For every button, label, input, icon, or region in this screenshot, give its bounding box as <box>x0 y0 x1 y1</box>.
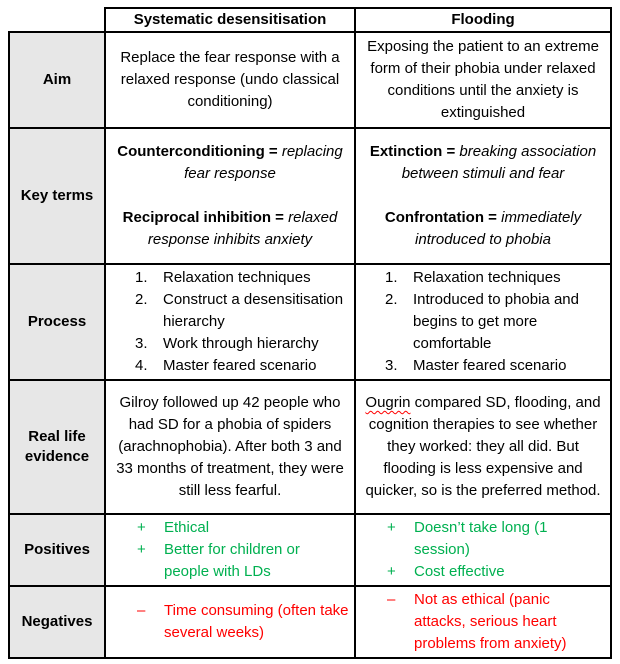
positives-sd-cell: + Ethical + Better for children or people … <box>104 513 356 587</box>
key-term-extinction: Extinction = breaking association betwee… <box>361 141 605 185</box>
process-row: Process 1. Relaxation techniques 2. Constr… <box>8 263 612 381</box>
process-flooding-cell: 1. Relaxation techniques 2. Introduced to … <box>354 263 612 381</box>
list-item: 2. Construct a desensitisation hierarchy <box>135 289 349 333</box>
list-text: Doesn’t take long (1 session) <box>414 519 548 558</box>
term-definition: relaxed response inhibits anxiety <box>147 209 338 248</box>
term-definition: replacing fear response <box>184 143 343 182</box>
column-header-systematic-desensitisation: Systematic desensitisation <box>104 7 356 33</box>
plus-marker: + <box>137 541 146 558</box>
header-row: Systematic desensitisation Flooding <box>9 7 612 33</box>
key-terms-sd-cell: Counterconditioning = replacing fear res… <box>104 127 356 265</box>
list-text: Cost effective <box>414 563 505 580</box>
negatives-sd-cell: – Time consuming (often take several week… <box>104 585 356 659</box>
misspelled-word-ougrin: Ougrin <box>365 394 411 411</box>
therapy-comparison-table: Systematic desensitisation Flooding Aim … <box>8 7 612 659</box>
positives-flooding-list: + Doesn’t take long (1 session) + Cost eff… <box>361 517 605 583</box>
positives-flooding-cell: + Doesn’t take long (1 session) + Cost eff… <box>354 513 612 587</box>
list-item: + Cost effective <box>387 561 605 583</box>
aim-row: Aim Replace the fear response with a rel… <box>8 31 612 129</box>
list-number: 4. <box>135 357 148 374</box>
list-text: Not as ethical (panic attacks, serious h… <box>414 591 567 652</box>
list-text: Master feared scenario <box>413 357 567 374</box>
list-text: Relaxation techniques <box>413 269 561 286</box>
row-label-negatives: Negatives <box>8 585 106 659</box>
key-terms-flooding-cell: Extinction = breaking association betwee… <box>354 127 612 265</box>
plus-marker: + <box>387 519 396 536</box>
term-name: Extinction = <box>369 143 456 160</box>
evidence-sd-cell: Gilroy followed up 42 people who had SD … <box>104 379 356 515</box>
row-label-positives: Positives <box>8 513 106 587</box>
list-text: Construct a desensitisation hierarchy <box>163 291 344 330</box>
evidence-row: Real life evidence Gilroy followed up 42… <box>8 379 612 515</box>
term-definition: immediately introduced to phobia <box>415 209 582 248</box>
list-number: 2. <box>385 291 398 308</box>
column-header-flooding: Flooding <box>354 7 612 33</box>
key-term-counterconditioning: Counterconditioning = replacing fear res… <box>111 141 349 185</box>
negatives-row: Negatives – Time consuming (often take se… <box>8 585 612 659</box>
list-text: Ethical <box>164 519 210 536</box>
list-item: + Better for children or people with LDs <box>137 539 349 583</box>
row-label-process: Process <box>8 263 106 381</box>
list-item: 1. Relaxation techniques <box>135 267 349 289</box>
list-text: Better for children or people with LDs <box>164 541 300 580</box>
plus-marker: + <box>137 519 146 536</box>
negatives-flooding-cell: – Not as ethical (panic attacks, serious … <box>354 585 612 659</box>
positives-row: Positives + Ethical + Better for children … <box>8 513 612 587</box>
row-label-aim: Aim <box>8 31 106 129</box>
key-term-confrontation: Confrontation = immediately introduced t… <box>361 207 605 251</box>
list-item: + Ethical <box>137 517 349 539</box>
corner-empty-cell <box>9 8 105 32</box>
list-text: Introduced to phobia and begins to get m… <box>413 291 579 352</box>
term-name: Counterconditioning = <box>117 143 278 160</box>
list-number: 2. <box>135 291 148 308</box>
term-name: Confrontation = <box>384 209 497 226</box>
positives-sd-list: + Ethical + Better for children or people … <box>111 517 349 583</box>
list-number: 3. <box>135 335 148 352</box>
term-name: Reciprocal inhibition = <box>122 209 284 226</box>
list-item: – Not as ethical (panic attacks, serious … <box>387 589 605 655</box>
key-term-reciprocal-inhibition: Reciprocal inhibition = relaxed response… <box>111 207 349 251</box>
list-item: 3. Master feared scenario <box>385 355 605 377</box>
list-item: 1. Relaxation techniques <box>385 267 605 289</box>
list-text: Master feared scenario <box>163 357 317 374</box>
list-item: + Doesn’t take long (1 session) <box>387 517 605 561</box>
process-flooding-list: 1. Relaxation techniques 2. Introduced to … <box>361 267 605 377</box>
process-sd-cell: 1. Relaxation techniques 2. Construct a de… <box>104 263 356 381</box>
row-label-real-life-evidence: Real life evidence <box>8 379 106 515</box>
key-terms-row: Key terms Counterconditioning = replacin… <box>8 127 612 265</box>
aim-sd-cell: Replace the fear response with a relaxed… <box>104 31 356 129</box>
process-sd-list: 1. Relaxation techniques 2. Construct a de… <box>111 267 349 377</box>
minus-marker: – <box>387 591 396 608</box>
list-text: Relaxation techniques <box>163 269 311 286</box>
list-item: 4. Master feared scenario <box>135 355 349 377</box>
aim-flooding-cell: Exposing the patient to an extreme form … <box>354 31 612 129</box>
list-item: – Time consuming (often take several week… <box>137 600 349 644</box>
negatives-flooding-list: – Not as ethical (panic attacks, serious … <box>361 589 605 655</box>
list-number: 1. <box>385 269 398 286</box>
negatives-sd-list: – Time consuming (often take several week… <box>111 600 349 644</box>
list-item: 2. Introduced to phobia and begins to get… <box>385 289 605 355</box>
list-text: Time consuming (often take several weeks… <box>164 602 349 641</box>
evidence-flooding-text: compared SD, flooding, and cognition the… <box>365 394 601 499</box>
evidence-flooding-cell: Ougrin compared SD, flooding, and cognit… <box>354 379 612 515</box>
list-text: Work through hierarchy <box>163 335 319 352</box>
term-definition: breaking association between stimuli and… <box>401 143 597 182</box>
minus-marker: – <box>137 602 146 619</box>
plus-marker: + <box>387 563 396 580</box>
list-number: 3. <box>385 357 398 374</box>
row-label-key-terms: Key terms <box>8 127 106 265</box>
list-number: 1. <box>135 269 148 286</box>
list-item: 3. Work through hierarchy <box>135 333 349 355</box>
